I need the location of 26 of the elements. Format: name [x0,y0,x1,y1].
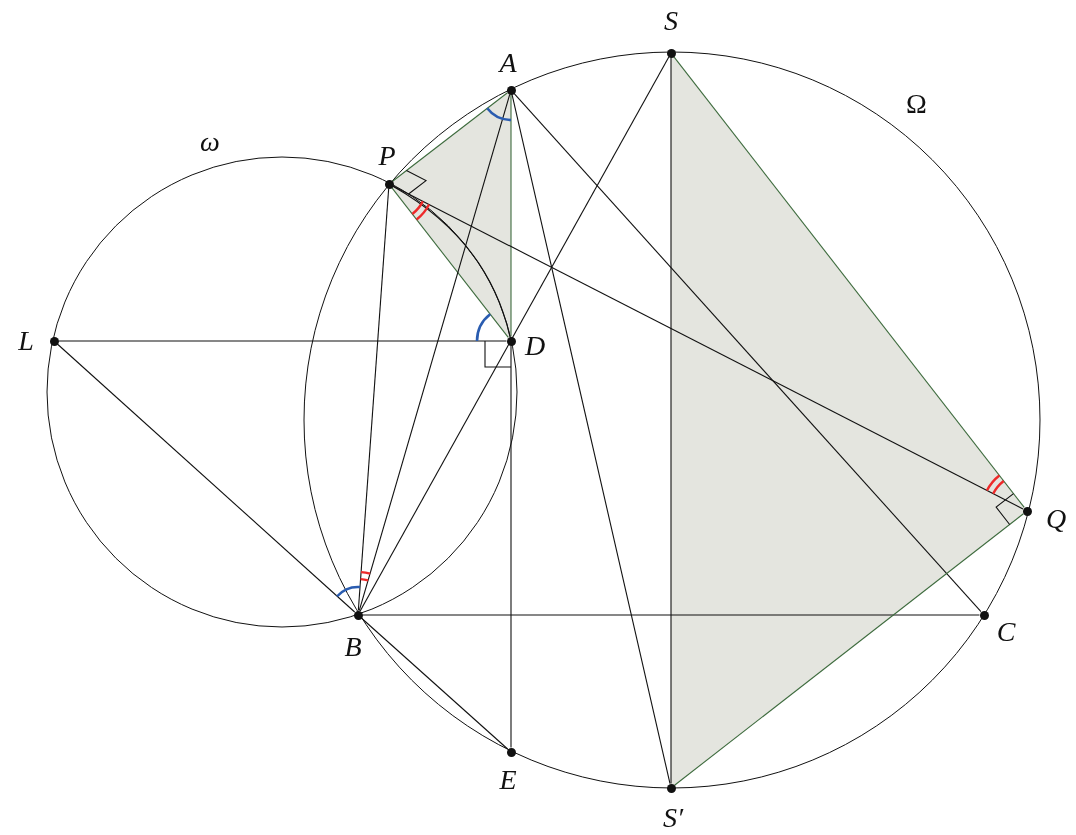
point-label: E [498,764,518,796]
line-segment [511,93,671,785]
point-label: C [995,616,1017,648]
line-segment [510,93,512,338]
line-segment [392,92,508,182]
line-segment [361,614,981,616]
point-label: A [497,47,518,79]
line-segment [56,343,356,613]
line-segment [360,617,509,750]
circle-label: ω [200,126,220,158]
line-segment [513,92,982,613]
point-label: L [17,325,35,357]
point-label: S [663,5,679,37]
point-label: P [377,140,397,172]
point-label: B [343,631,363,663]
point-label: Q [1044,503,1068,535]
line-segment [359,56,670,612]
line-segment [510,344,512,749]
circle-label: Ω [906,88,927,120]
line-segment [674,513,1024,786]
line-segment [358,93,511,612]
point-label: D [523,330,547,362]
point-label: S′ [661,802,685,834]
line-segment [57,340,508,342]
line-segment [357,187,390,612]
line-segment [670,56,672,785]
